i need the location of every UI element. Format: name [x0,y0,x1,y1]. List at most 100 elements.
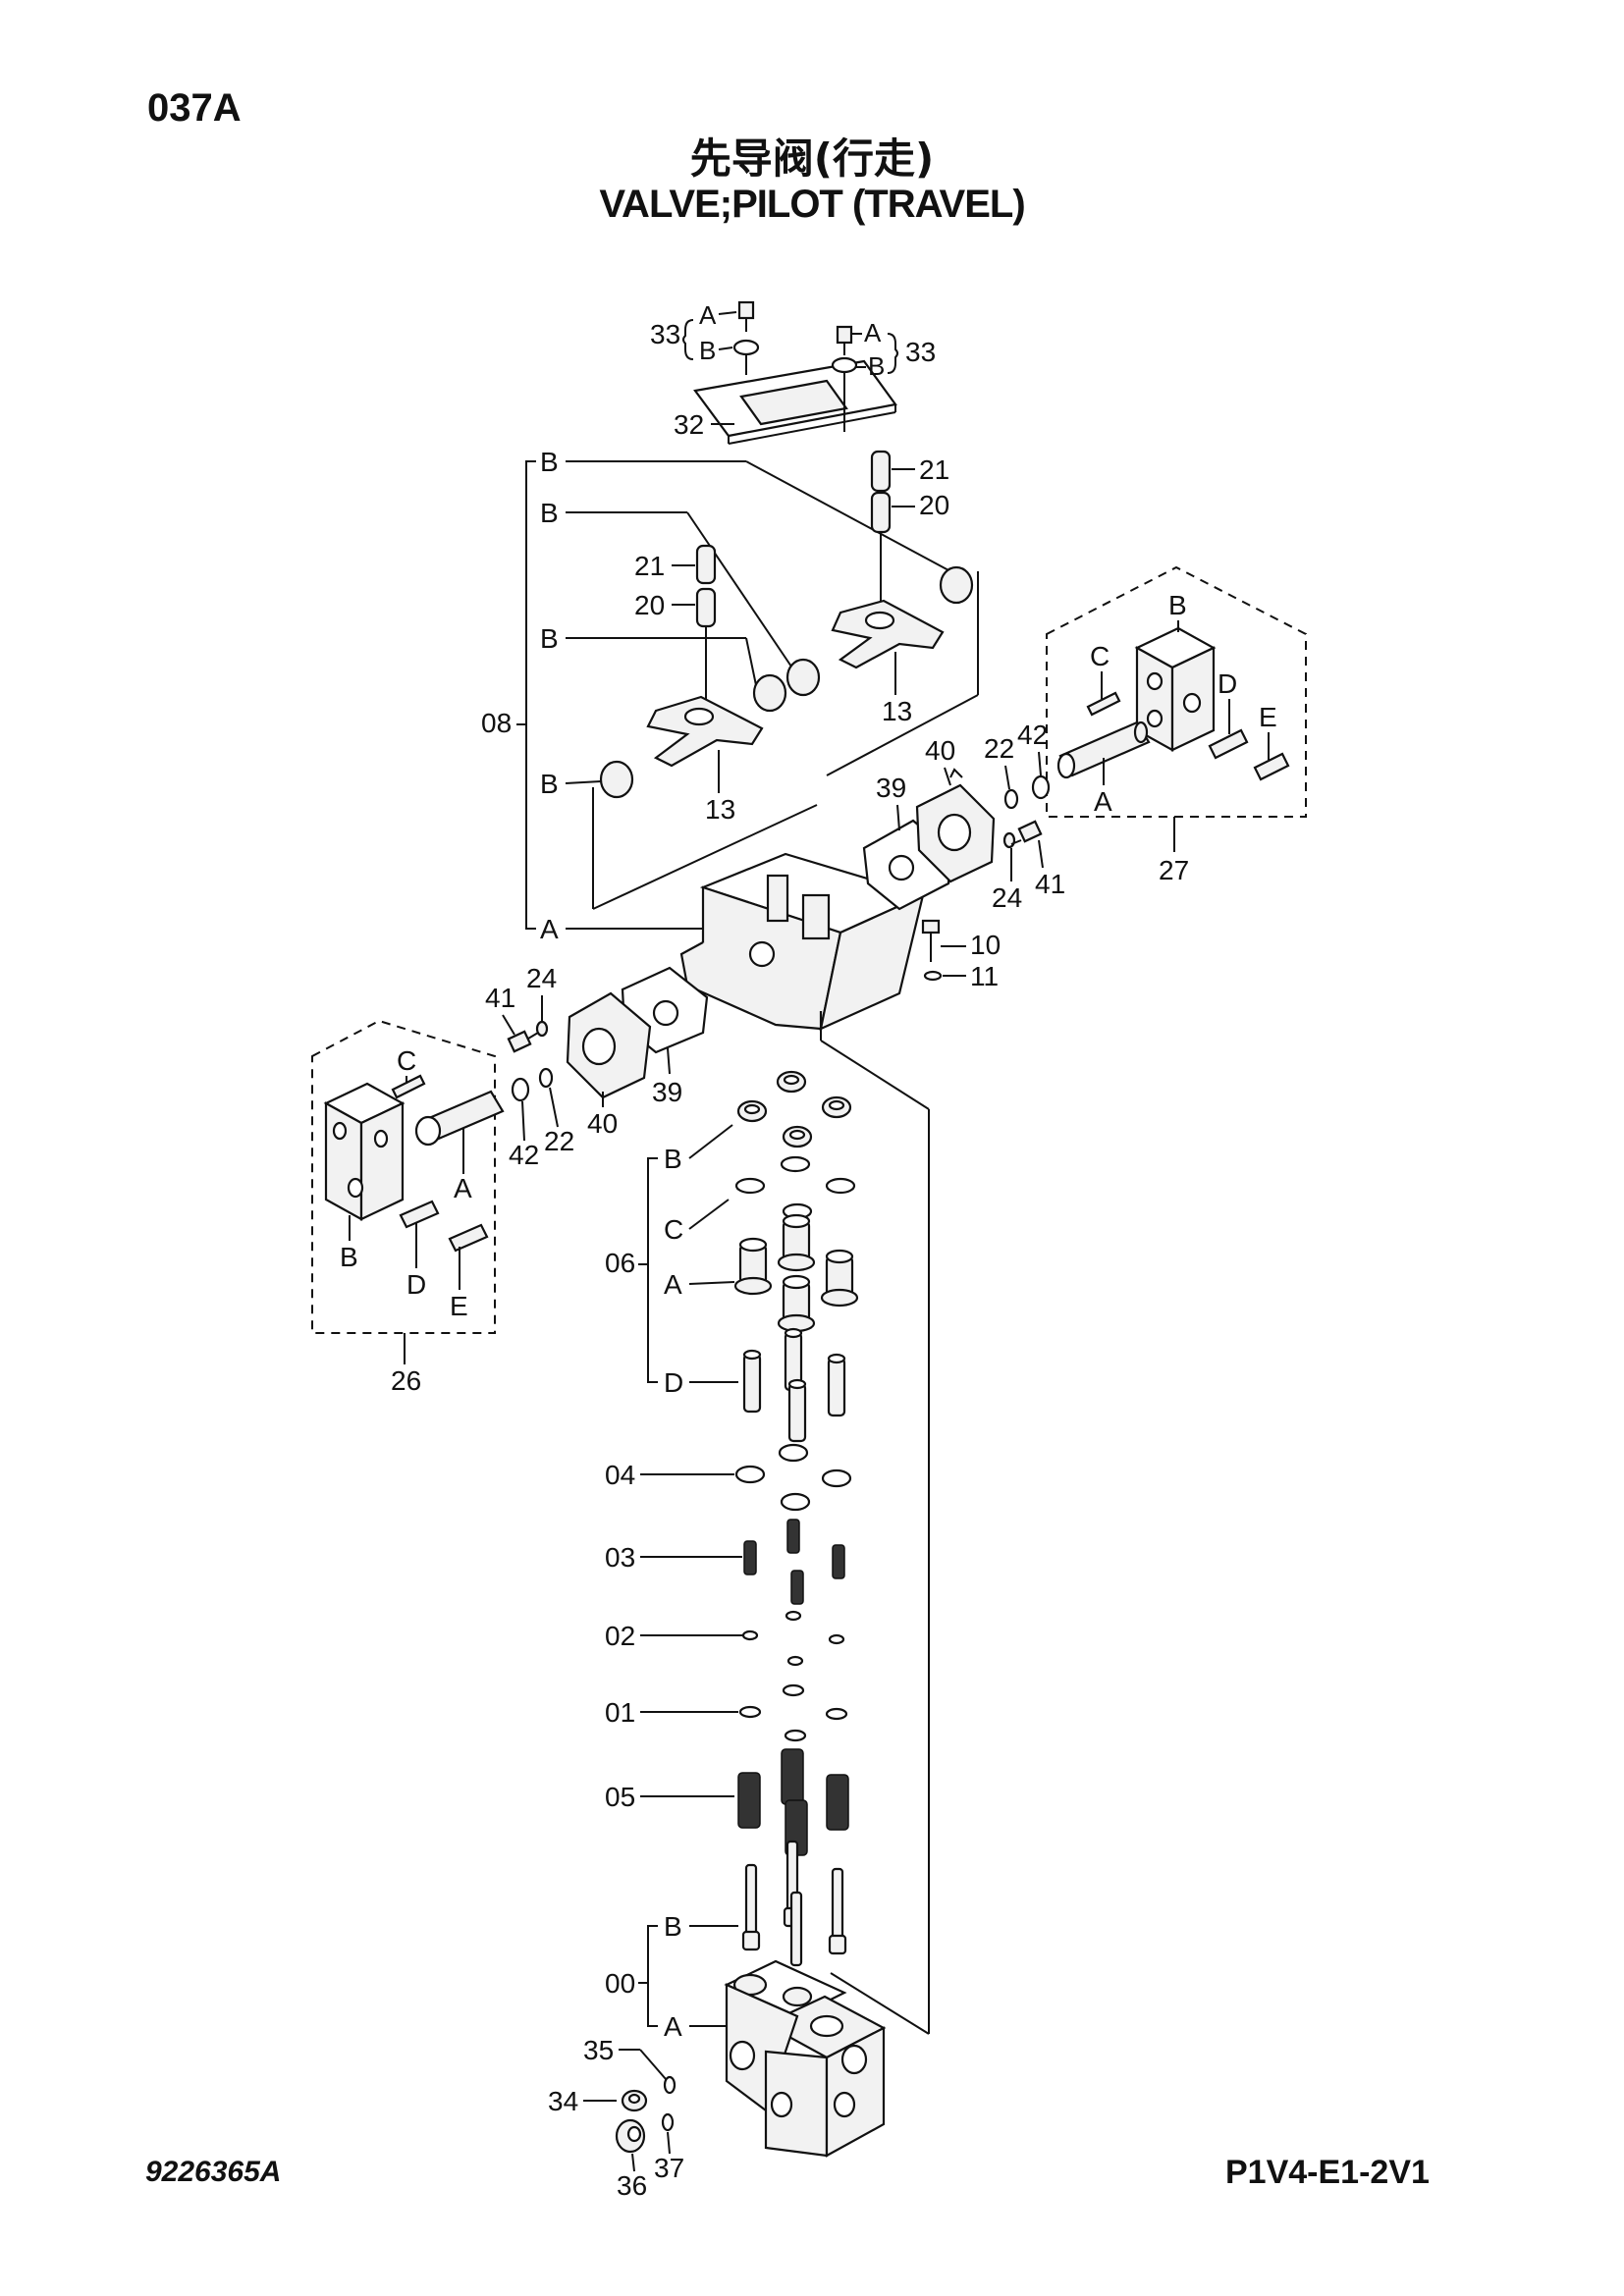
seal-06b-3 [821,1095,852,1119]
callout-41-left: 41 [485,983,515,1013]
letter-a-06: A [664,1269,682,1300]
spring-03-2 [786,1519,800,1554]
oring-35 [663,2075,677,2095]
drawing-number: 9226365A [145,2156,282,2188]
callout-21-lower: 21 [634,551,665,581]
pin-21-lower [695,544,717,585]
pin-26-e [448,1223,489,1253]
callout-01: 01 [605,1697,635,1728]
callout-00: 00 [605,1968,635,1999]
letter-a-00: A [664,2011,682,2042]
spring-03-3 [832,1544,845,1579]
washer-02-2 [785,1610,802,1622]
cover-40-right [915,768,996,883]
callout-04: 04 [605,1460,635,1490]
letter-a-26: A [454,1173,472,1203]
callout-02: 02 [605,1621,635,1651]
callout-13-lower: 13 [705,794,735,825]
pin-26-d [399,1200,440,1229]
callout-27: 27 [1159,855,1189,885]
oring-22-left [538,1067,554,1089]
bolt-10 [921,919,941,962]
pin-20-upper [870,491,892,534]
end-plate-26 [323,1082,406,1221]
callout-35: 35 [583,2035,614,2065]
washer-02-4 [786,1655,804,1667]
letter-c-27: C [1090,641,1110,671]
end-plate-27 [1134,626,1217,752]
letter-b-08-3: B [540,623,559,654]
ring-42-right [1031,774,1051,800]
callout-20-lower: 20 [634,590,665,620]
valve-casing [724,1959,887,2158]
ring-42-left [511,1077,530,1102]
spring-03-1 [743,1540,757,1575]
letter-a-08: A [540,914,559,944]
letter-b-33-right: B [868,351,885,381]
spool-00b-4 [789,1891,803,1967]
cover-40-left [566,991,652,1099]
shim-01-3 [825,1707,848,1721]
letter-a-33-right: A [864,318,882,347]
screw-33-left [732,300,760,375]
callout-33-left: 33 [650,319,680,349]
plug-06a-1 [733,1237,773,1296]
spring-03-4 [790,1570,804,1605]
letter-d-06: D [664,1367,683,1398]
seal-06b-4 [782,1125,813,1148]
piston-06d-3 [827,1353,846,1417]
plug-36 [615,2118,646,2154]
title-chinese: 先导阀(行走) [689,134,935,183]
model-code: P1V4-E1-2V1 [1225,2154,1430,2191]
retainer-04-4 [780,1492,811,1512]
letter-e-27: E [1259,702,1277,732]
retainer-04-3 [821,1468,852,1488]
callout-22-left: 22 [544,1126,574,1156]
callout-11: 11 [970,961,999,991]
pin-21-upper [870,450,892,493]
letter-c-26: C [397,1045,416,1076]
callout-40-right: 40 [925,735,955,766]
letter-b-06: B [664,1144,682,1174]
shaft-27-a [1056,721,1151,779]
callout-10: 10 [970,930,1001,960]
spring-05-2 [781,1748,804,1805]
washer-11 [923,970,943,982]
shim-01-2 [782,1683,805,1697]
spring-05-3 [826,1774,849,1831]
plug-06a-4 [777,1274,816,1333]
pin-27-e [1253,752,1290,781]
spring-05-1 [737,1772,761,1829]
washer-24-left [535,1020,549,1038]
washer-24-right [1002,831,1016,849]
pedal-base-body [679,852,927,1031]
callout-42-left: 42 [509,1140,539,1170]
callout-39-right: 39 [876,773,906,803]
callout-13-upper: 13 [882,696,912,726]
callout-22-right: 22 [984,733,1014,764]
screw-41-right [1010,820,1043,845]
letter-d-27: D [1218,668,1237,699]
seal-06b-2 [776,1070,807,1094]
callout-36: 36 [617,2170,647,2201]
washer-06c-2 [780,1155,811,1173]
callout-06: 06 [605,1248,635,1278]
piston-06d-4 [787,1378,807,1443]
callout-24-left: 24 [526,963,557,993]
shaft-26-a [414,1090,505,1147]
roller-b-mid [752,673,787,713]
screw-33-right [831,325,858,432]
letter-b-08-2: B [540,498,559,528]
letter-a-27: A [1094,786,1112,817]
callout-33-right: 33 [905,337,936,367]
callout-32: 32 [674,409,704,440]
callout-42-right: 42 [1017,720,1048,750]
spool-00b-3 [828,1867,847,1955]
cover-plate-32 [693,359,897,445]
roller-b-upper-mid [785,658,821,697]
callout-26: 26 [391,1365,421,1396]
shim-01-1 [738,1705,762,1719]
spool-00b-1 [741,1863,761,1951]
washer-06c-3 [825,1177,856,1195]
